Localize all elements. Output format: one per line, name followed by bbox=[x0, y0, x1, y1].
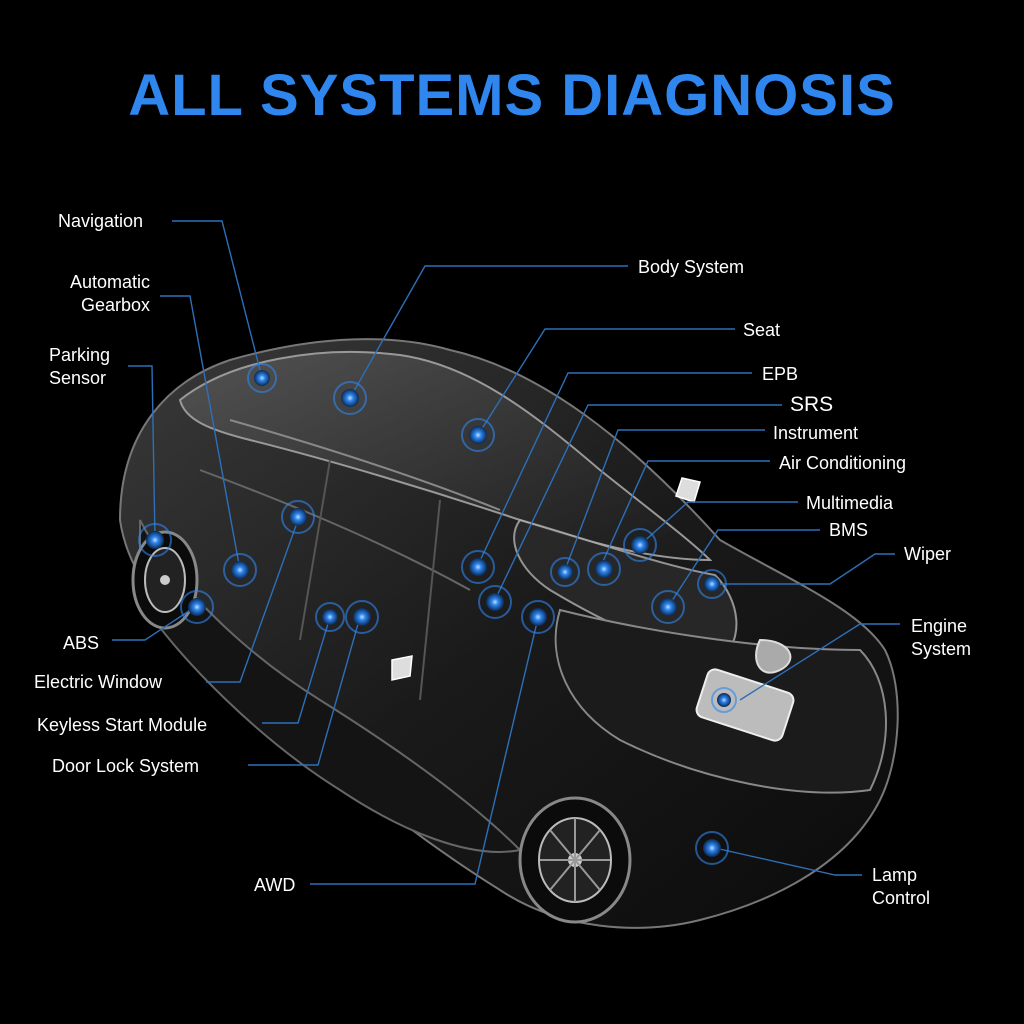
label-epb: EPB bbox=[762, 364, 799, 384]
label-lamp-control-line2: Control bbox=[872, 888, 931, 908]
node-awd bbox=[521, 600, 555, 634]
node-wiper bbox=[697, 569, 727, 599]
node-instrument bbox=[550, 557, 580, 587]
node-air-conditioning bbox=[587, 552, 621, 586]
node-door-lock bbox=[345, 600, 379, 634]
label-air-conditioning: Air Conditioning bbox=[779, 453, 907, 473]
label-automatic-gearbox-line1: Automatic bbox=[69, 272, 150, 292]
leader-lamp-control bbox=[714, 847, 862, 876]
label-automatic-gearbox: Automatic Gearbox bbox=[50, 271, 150, 317]
label-keyless-start-module: Keyless Start Module bbox=[37, 715, 208, 735]
car-illustration bbox=[118, 338, 899, 929]
leader-keyless-start bbox=[262, 616, 331, 724]
leader-navigation bbox=[172, 220, 263, 379]
node-automatic-gearbox bbox=[223, 553, 257, 587]
label-parking-sensor: Parking Sensor bbox=[49, 344, 110, 390]
label-lamp-control-line1: Lamp bbox=[872, 865, 918, 885]
leader-seat bbox=[477, 328, 735, 436]
label-instrument: Instrument bbox=[773, 423, 859, 443]
node-keyless-start bbox=[315, 602, 345, 632]
label-door-lock-system: Door Lock System bbox=[52, 756, 200, 776]
label-multimedia: Multimedia bbox=[806, 493, 894, 513]
leader-electric-window bbox=[206, 519, 299, 683]
label-engine-system: Engine System bbox=[911, 615, 971, 661]
leader-lines bbox=[112, 220, 900, 885]
leader-srs bbox=[494, 404, 782, 601]
leader-automatic-gearbox bbox=[160, 295, 241, 571]
label-parking-sensor-line1: Parking bbox=[49, 345, 111, 365]
label-engine-system-line1: Engine bbox=[911, 616, 968, 636]
label-wiper: Wiper bbox=[904, 544, 952, 564]
node-bms bbox=[651, 590, 685, 624]
label-body-system: Body System bbox=[638, 257, 745, 277]
car-roof-glass bbox=[178, 351, 713, 562]
node-parking-sensor bbox=[138, 523, 172, 557]
leader-epb bbox=[477, 372, 752, 566]
rear-wheel bbox=[131, 530, 199, 630]
label-abs: ABS bbox=[63, 633, 100, 653]
node-srs bbox=[478, 585, 512, 619]
label-bms: BMS bbox=[829, 520, 869, 540]
label-awd: AWD bbox=[254, 875, 296, 895]
side-mirror-rear bbox=[391, 655, 413, 681]
leader-multimedia bbox=[639, 501, 798, 546]
label-engine-system-line2: System bbox=[911, 639, 972, 659]
leader-body-system bbox=[349, 265, 628, 399]
node-seat bbox=[461, 418, 495, 452]
node-multimedia bbox=[623, 528, 657, 562]
label-navigation: Navigation bbox=[58, 211, 144, 231]
label-lamp-control: Lamp Control bbox=[872, 864, 930, 910]
node-engine-system bbox=[711, 687, 737, 713]
node-lamp-control bbox=[695, 831, 729, 865]
label-automatic-gearbox-line2: Gearbox bbox=[80, 295, 150, 315]
node-body-system bbox=[333, 381, 367, 415]
node-abs bbox=[180, 590, 214, 624]
leader-wiper bbox=[715, 553, 895, 585]
label-electric-window: Electric Window bbox=[34, 672, 163, 692]
front-wheel bbox=[518, 796, 632, 924]
leader-air-conditioning bbox=[599, 460, 770, 569]
leader-engine-system bbox=[739, 623, 900, 701]
page-title: ALL SYSTEMS DIAGNOSIS bbox=[128, 63, 896, 128]
leader-instrument bbox=[564, 429, 765, 571]
leader-door-lock bbox=[248, 616, 361, 766]
leader-abs bbox=[112, 606, 196, 641]
leader-parking-sensor bbox=[128, 365, 156, 541]
label-parking-sensor-line2: Sensor bbox=[49, 368, 107, 388]
node-epb bbox=[461, 550, 495, 584]
label-seat: Seat bbox=[743, 320, 781, 340]
node-electric-window bbox=[281, 500, 315, 534]
leader-awd bbox=[310, 617, 539, 885]
engine-block bbox=[695, 668, 795, 742]
node-navigation bbox=[247, 363, 277, 393]
leader-bms bbox=[667, 529, 820, 608]
sensor-nodes bbox=[138, 363, 737, 865]
label-srs: SRS bbox=[790, 393, 834, 416]
